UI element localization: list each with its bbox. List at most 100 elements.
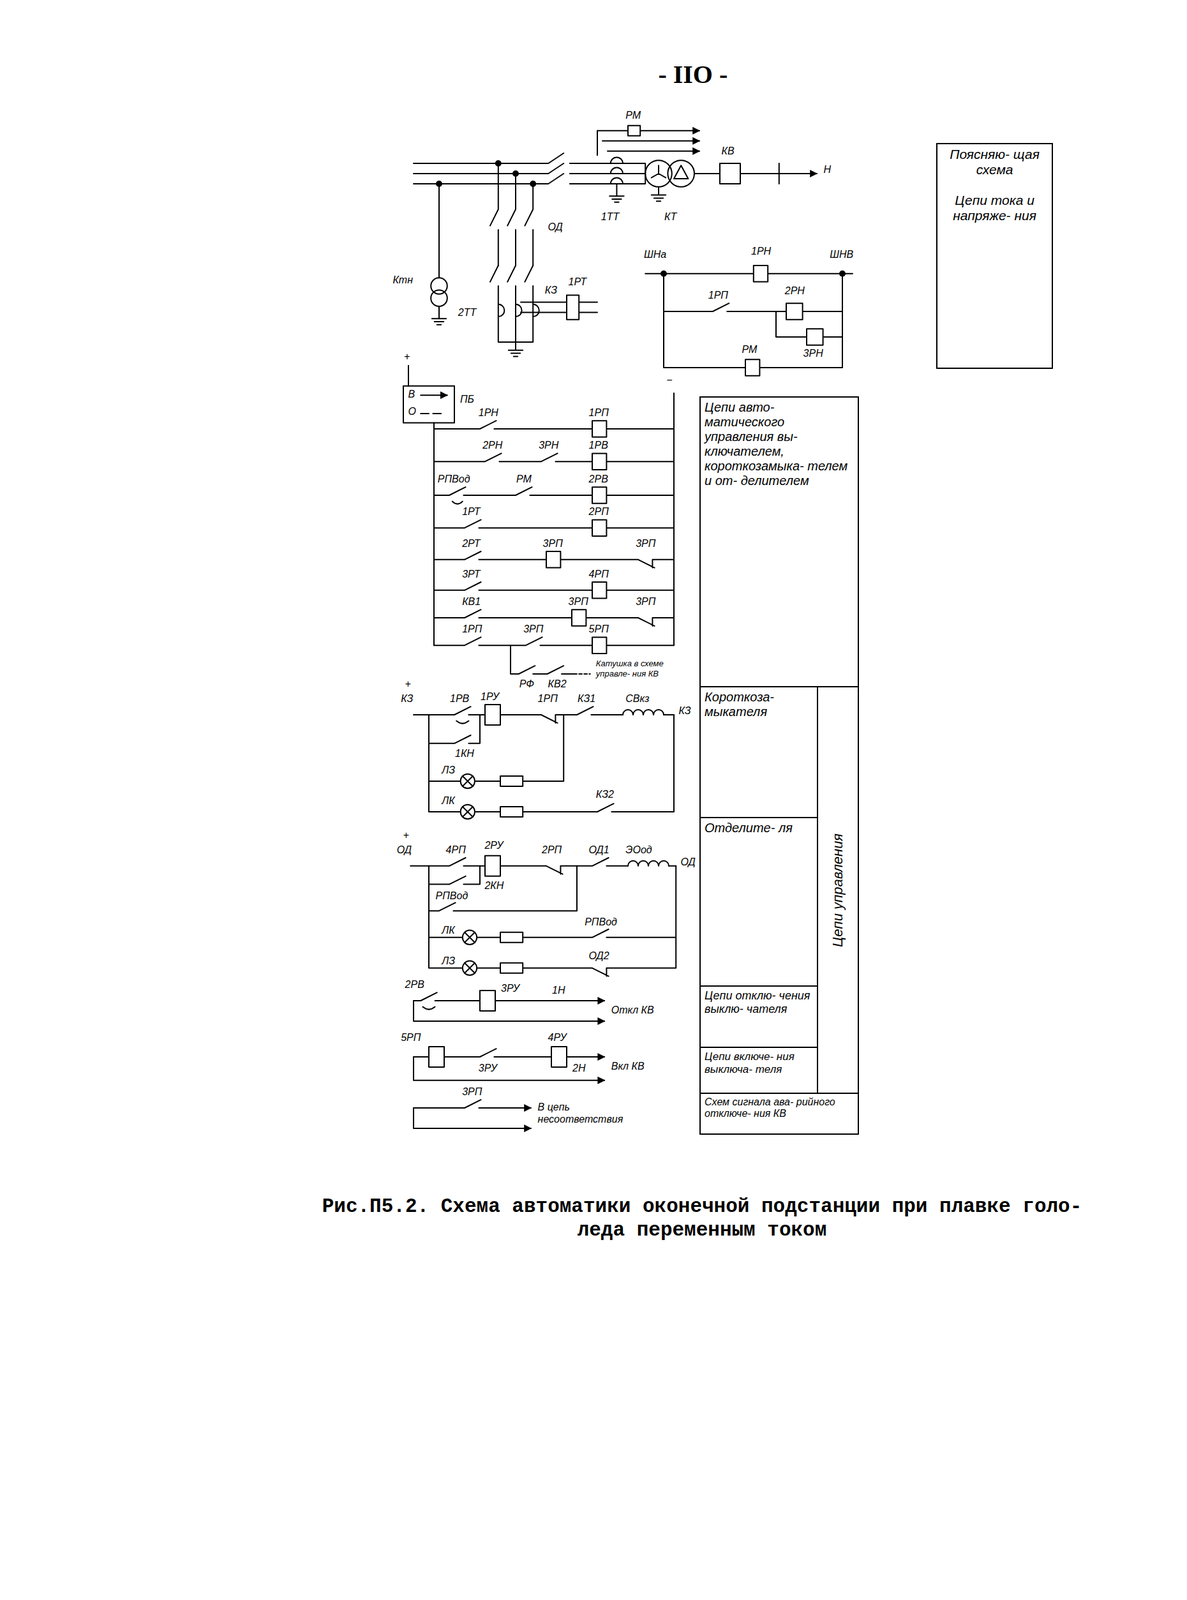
- component-label: 3РП: [634, 537, 657, 550]
- relay-coil: [592, 636, 607, 654]
- component-label: КВ: [721, 144, 736, 157]
- component-label: 1РП: [461, 622, 483, 635]
- component-label: КЗ1: [576, 692, 597, 705]
- circuit-wire: [428, 714, 674, 812]
- relay-wire: [602, 140, 700, 142]
- signal-arrow: [495, 1000, 605, 1002]
- component-label: ОД2: [588, 949, 611, 962]
- section-cell: Цепи авто- матического управления вы- кл…: [699, 396, 859, 688]
- component-label: 1РУ: [479, 690, 500, 703]
- disconnector-symbol: [490, 163, 533, 266]
- component-label: +: [402, 828, 410, 842]
- component-label: 1ТТ: [600, 210, 620, 223]
- relay-coil: [786, 303, 803, 320]
- component-label: КВ1: [461, 595, 482, 608]
- component-label: +: [403, 350, 411, 363]
- component-label: РМ: [515, 472, 533, 486]
- component-label: РМ: [624, 109, 642, 122]
- signal-arrow: [413, 1107, 531, 1129]
- ground-symbol: [508, 342, 523, 357]
- coil-winding: [622, 709, 664, 715]
- box-heading: Цепи авто- матического управления вы- кл…: [704, 400, 854, 489]
- junction-dot: [495, 160, 501, 166]
- power-wire: [438, 183, 440, 319]
- current-transformer: [610, 156, 623, 184]
- component-label: КВ2: [547, 677, 568, 690]
- component-label: 4РП: [588, 567, 610, 581]
- component-label: 3РТ: [461, 567, 481, 581]
- component-label: ОД: [547, 220, 564, 233]
- component-label: 2РУ: [483, 839, 504, 852]
- component-label: 1РТ: [567, 275, 588, 288]
- component-label: СВкз: [624, 692, 650, 705]
- relay-coil: [592, 420, 607, 438]
- switch-dashes: [420, 412, 441, 415]
- circuit-wire: [433, 551, 674, 568]
- component-label: 2РН: [784, 284, 806, 297]
- lamp-cross: [462, 776, 473, 817]
- circuit-wire: [413, 706, 674, 724]
- relay-coil: [592, 453, 607, 470]
- circuit-wire: [433, 486, 674, 504]
- component-label: 1РВ: [588, 439, 609, 452]
- junction-dot: [839, 271, 845, 277]
- ground-symbol: [609, 183, 624, 203]
- winding-symbol: [651, 165, 689, 179]
- coil-winding: [627, 860, 669, 866]
- component-label: +: [404, 677, 412, 690]
- switch-arrow: [420, 394, 448, 396]
- relay-coil: [546, 551, 561, 568]
- resistor-symbol: [500, 806, 523, 817]
- circuit-wire: [433, 420, 674, 429]
- section-column: Цепи управления: [816, 686, 859, 1094]
- component-label: 3РП: [634, 595, 657, 608]
- signal-label: Откл КВ: [610, 1003, 655, 1016]
- signal-arrow: [413, 1000, 605, 1022]
- component-label: 5РП: [400, 1031, 422, 1044]
- component-label: 3РН: [537, 439, 560, 452]
- component-label: О: [407, 405, 417, 418]
- circuit-wire: [433, 582, 674, 591]
- circuit-wire: [510, 645, 574, 674]
- relay-wire: [520, 302, 598, 313]
- circuit-wire: [413, 1099, 491, 1108]
- breaker-symbol: [719, 163, 741, 184]
- power-bus: [413, 153, 646, 184]
- component-label: 3РН: [802, 347, 824, 360]
- component-label: РПВод: [583, 915, 618, 928]
- component-label: 2РН: [481, 439, 503, 452]
- component-label: 1РН: [477, 406, 500, 419]
- current-transformer: [498, 304, 540, 317]
- switch-box: [403, 386, 455, 424]
- relay-coil: [485, 855, 501, 877]
- component-label: 3РП: [461, 1085, 483, 1098]
- circuit-wire: [410, 857, 676, 875]
- component-label: КЗ: [400, 692, 414, 705]
- section-cell: Короткоза- мыкателя: [699, 686, 819, 819]
- ground-symbol: [651, 186, 666, 202]
- component-label: РФ: [518, 677, 535, 690]
- component-label: КЗ: [544, 283, 558, 297]
- component-label: 4РУ: [547, 1031, 568, 1044]
- circuit-wire: [433, 519, 674, 528]
- resistor-symbol: [500, 932, 523, 943]
- relay-coil: [592, 519, 607, 537]
- circuit-wire: [408, 365, 674, 646]
- junction-dot: [661, 271, 667, 277]
- component-label: 2РП: [541, 843, 563, 856]
- component-label: ЛК: [440, 924, 456, 937]
- component-label: РПВод: [437, 472, 471, 486]
- component-label: ОД1: [588, 843, 611, 856]
- circuit-wire: [433, 453, 674, 462]
- component-label: РПВод: [435, 889, 470, 902]
- component-label: КЗ2: [595, 788, 615, 801]
- box-heading: Короткоза- мыкателя: [704, 689, 814, 720]
- circuit-wire: [413, 992, 480, 1009]
- note-text: В цепь несоответствия: [537, 1100, 631, 1126]
- box-text: Цепи тока и напряже- ния: [941, 192, 1048, 224]
- signal-arrow: [566, 1056, 605, 1058]
- box-heading: Цепи отклю- чения выклю- чателя: [704, 989, 814, 1016]
- component-label: 2РВ: [404, 978, 426, 991]
- signal-arrow: [490, 1107, 531, 1109]
- box-heading: Отделите- ля: [704, 820, 814, 836]
